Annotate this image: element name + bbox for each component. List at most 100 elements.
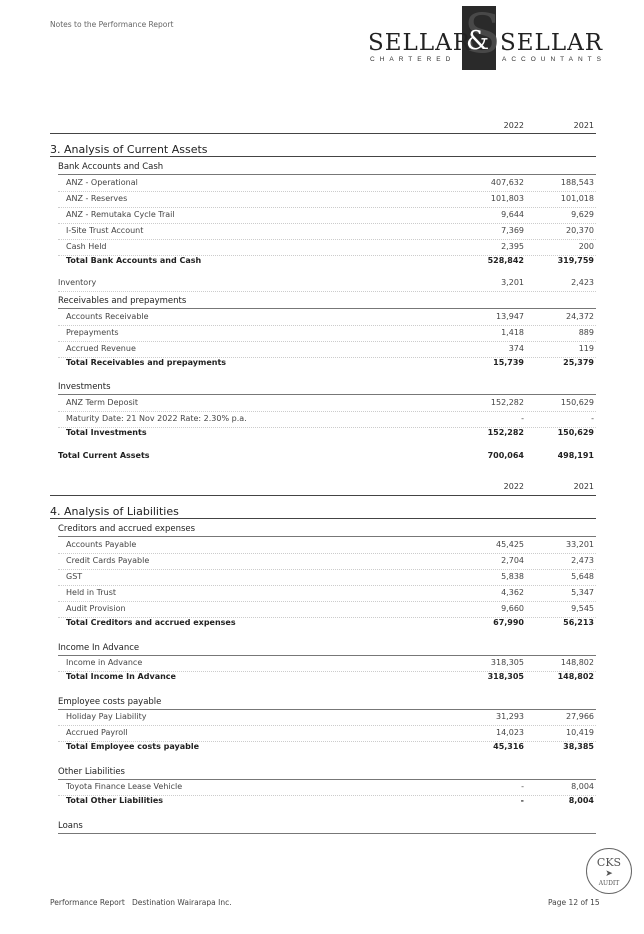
total-row: Total Income In Advance 318,305 148,802 <box>0 672 644 686</box>
table-row: Holiday Pay Liability 31,293 27,966 <box>0 712 644 726</box>
subhead-investments: Investments <box>58 382 111 392</box>
value-2021: 20,370 <box>566 226 594 235</box>
value-2022: 45,425 <box>496 540 524 549</box>
total-row: Total Receivables and prepayments 15,739 2… <box>0 358 644 372</box>
year-2021-liab: 2021 <box>573 482 594 491</box>
row-label: ANZ - Remutaka Cycle Trail <box>66 210 175 219</box>
table-row: Maturity Date: 21 Nov 2022 Rate: 2.30% p… <box>0 414 644 428</box>
table-row: Accounts Receivable 13,947 24,372 <box>0 312 644 326</box>
value-2021: 25,379 <box>563 358 594 367</box>
row-label: Credit Cards Payable <box>66 556 150 565</box>
row-label: Total Creditors and accrued expenses <box>66 618 236 627</box>
value-2021: 150,629 <box>560 398 594 407</box>
table-row: ANZ - Remutaka Cycle Trail 9,644 9,629 <box>0 210 644 224</box>
value-2021: 2,423 <box>571 278 594 287</box>
row-label: Accrued Payroll <box>66 728 128 737</box>
value-2021: 8,004 <box>571 782 594 791</box>
row-label: Total Receivables and prepayments <box>66 358 227 367</box>
value-2021: 148,802 <box>560 658 594 667</box>
subhead-income-advance: Income In Advance <box>58 643 140 653</box>
subhead-employee: Employee costs payable <box>58 697 162 707</box>
value-2022: 3,201 <box>501 278 524 287</box>
value-2022: 2,704 <box>501 556 524 565</box>
year-2021: 2021 <box>573 121 594 130</box>
row-label: Inventory <box>58 278 97 287</box>
row-label: Income in Advance <box>66 658 143 667</box>
row-label: Cash Held <box>66 242 107 251</box>
value-2021: 27,966 <box>566 712 594 721</box>
value-2022: - <box>521 414 524 423</box>
logo-sub-left: CHARTERED <box>370 56 456 63</box>
subhead-receivables: Receivables and prepayments <box>58 296 187 306</box>
table-row: Toyota Finance Lease Vehicle - 8,004 <box>0 782 644 796</box>
value-2022: 31,293 <box>496 712 524 721</box>
value-2021: 150,629 <box>557 428 594 437</box>
value-2022: 9,644 <box>501 210 524 219</box>
footer-report: Performance Report <box>50 898 125 907</box>
value-2021: 188,543 <box>560 178 594 187</box>
row-label: Total Income In Advance <box>66 672 176 681</box>
row-label: Holiday Pay Liability <box>66 712 147 721</box>
sellar-logo: S SELLAR & SELLAR CHARTERED ACCOUNTANTS <box>368 2 602 70</box>
row-label: Total Employee costs payable <box>66 742 200 751</box>
table-row: Cash Held 2,395 200 <box>0 242 644 256</box>
value-2021: 8,004 <box>568 796 594 805</box>
logo-word-left: SELLAR <box>368 30 472 56</box>
value-2021: 148,802 <box>557 672 594 681</box>
table-row: Inventory 3,201 2,423 <box>0 278 644 292</box>
row-label: ANZ - Operational <box>66 178 138 187</box>
subhead-other: Other Liabilities <box>58 767 125 777</box>
value-2022: 528,842 <box>487 256 524 265</box>
subhead-loans: Loans <box>58 821 83 831</box>
value-2022: 5,838 <box>501 572 524 581</box>
value-2022: 2,395 <box>501 242 524 251</box>
value-2021: 33,201 <box>566 540 594 549</box>
value-2022: 13,947 <box>496 312 524 321</box>
row-label: Toyota Finance Lease Vehicle <box>66 782 183 791</box>
value-2021: 9,629 <box>571 210 594 219</box>
value-2022: 45,316 <box>493 742 524 751</box>
subhead-creditors: Creditors and accrued expenses <box>58 524 196 534</box>
table-row: ANZ - Operational 407,632 188,543 <box>0 178 644 192</box>
row-label: Accounts Receivable <box>66 312 149 321</box>
section-liabilities: 4. Analysis of Liabilities <box>50 505 179 518</box>
value-2021: 56,213 <box>563 618 594 627</box>
value-2022: 4,362 <box>501 588 524 597</box>
stamp-bottom: AUDIT <box>598 880 620 887</box>
row-label: Total Current Assets <box>58 451 150 460</box>
value-2021: 119 <box>578 344 594 353</box>
value-2021: 889 <box>578 328 594 337</box>
value-2021: 200 <box>578 242 594 251</box>
row-label: Total Investments <box>66 428 147 437</box>
audit-stamp: CKS ➤ AUDIT <box>586 848 632 894</box>
value-2021: - <box>591 414 594 423</box>
value-2022: 700,064 <box>487 451 524 460</box>
value-2021: 101,018 <box>560 194 594 203</box>
value-2022: 318,305 <box>487 672 524 681</box>
section-current-assets: 3. Analysis of Current Assets <box>50 143 208 156</box>
year-2022-liab: 2022 <box>503 482 524 491</box>
value-2021: 38,385 <box>563 742 594 751</box>
value-2021: 24,372 <box>566 312 594 321</box>
footer-org: Destination Wairarapa Inc. <box>132 898 232 907</box>
value-2021: 10,419 <box>566 728 594 737</box>
logo-word-right: SELLAR <box>500 30 604 56</box>
row-label: ANZ Term Deposit <box>66 398 138 407</box>
value-2022: 407,632 <box>490 178 524 187</box>
subhead-bank: Bank Accounts and Cash <box>58 162 164 172</box>
value-2022: 15,739 <box>493 358 524 367</box>
value-2022: 152,282 <box>490 398 524 407</box>
value-2022: - <box>520 796 524 805</box>
footer-page: Page 12 of 15 <box>548 898 600 907</box>
value-2022: - <box>521 782 524 791</box>
value-2022: 7,369 <box>501 226 524 235</box>
row-label: Accounts Payable <box>66 540 137 549</box>
